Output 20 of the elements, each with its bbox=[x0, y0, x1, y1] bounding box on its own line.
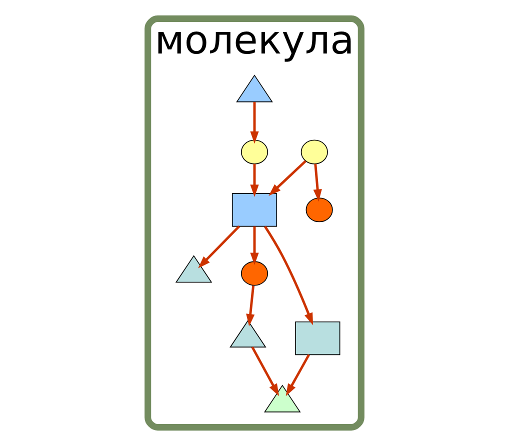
arrow bbox=[250, 164, 258, 198]
node-triangle bbox=[229, 320, 266, 348]
arrow bbox=[312, 164, 322, 202]
node-triangle bbox=[263, 384, 300, 412]
node-circle bbox=[240, 261, 268, 286]
cluster: молекула bbox=[144, 15, 364, 431]
node-circle bbox=[305, 198, 332, 222]
arrow bbox=[263, 226, 313, 326]
arrow bbox=[268, 160, 306, 196]
arrow bbox=[285, 354, 310, 396]
arrow bbox=[250, 226, 258, 266]
node-triangle bbox=[236, 74, 272, 102]
arrow bbox=[246, 285, 254, 326]
node-box bbox=[294, 321, 340, 356]
arrow bbox=[198, 225, 240, 268]
node-circle bbox=[240, 140, 268, 164]
arrow bbox=[250, 102, 258, 144]
arrow bbox=[250, 346, 279, 396]
node-box bbox=[231, 193, 277, 227]
node-circle bbox=[300, 140, 328, 164]
